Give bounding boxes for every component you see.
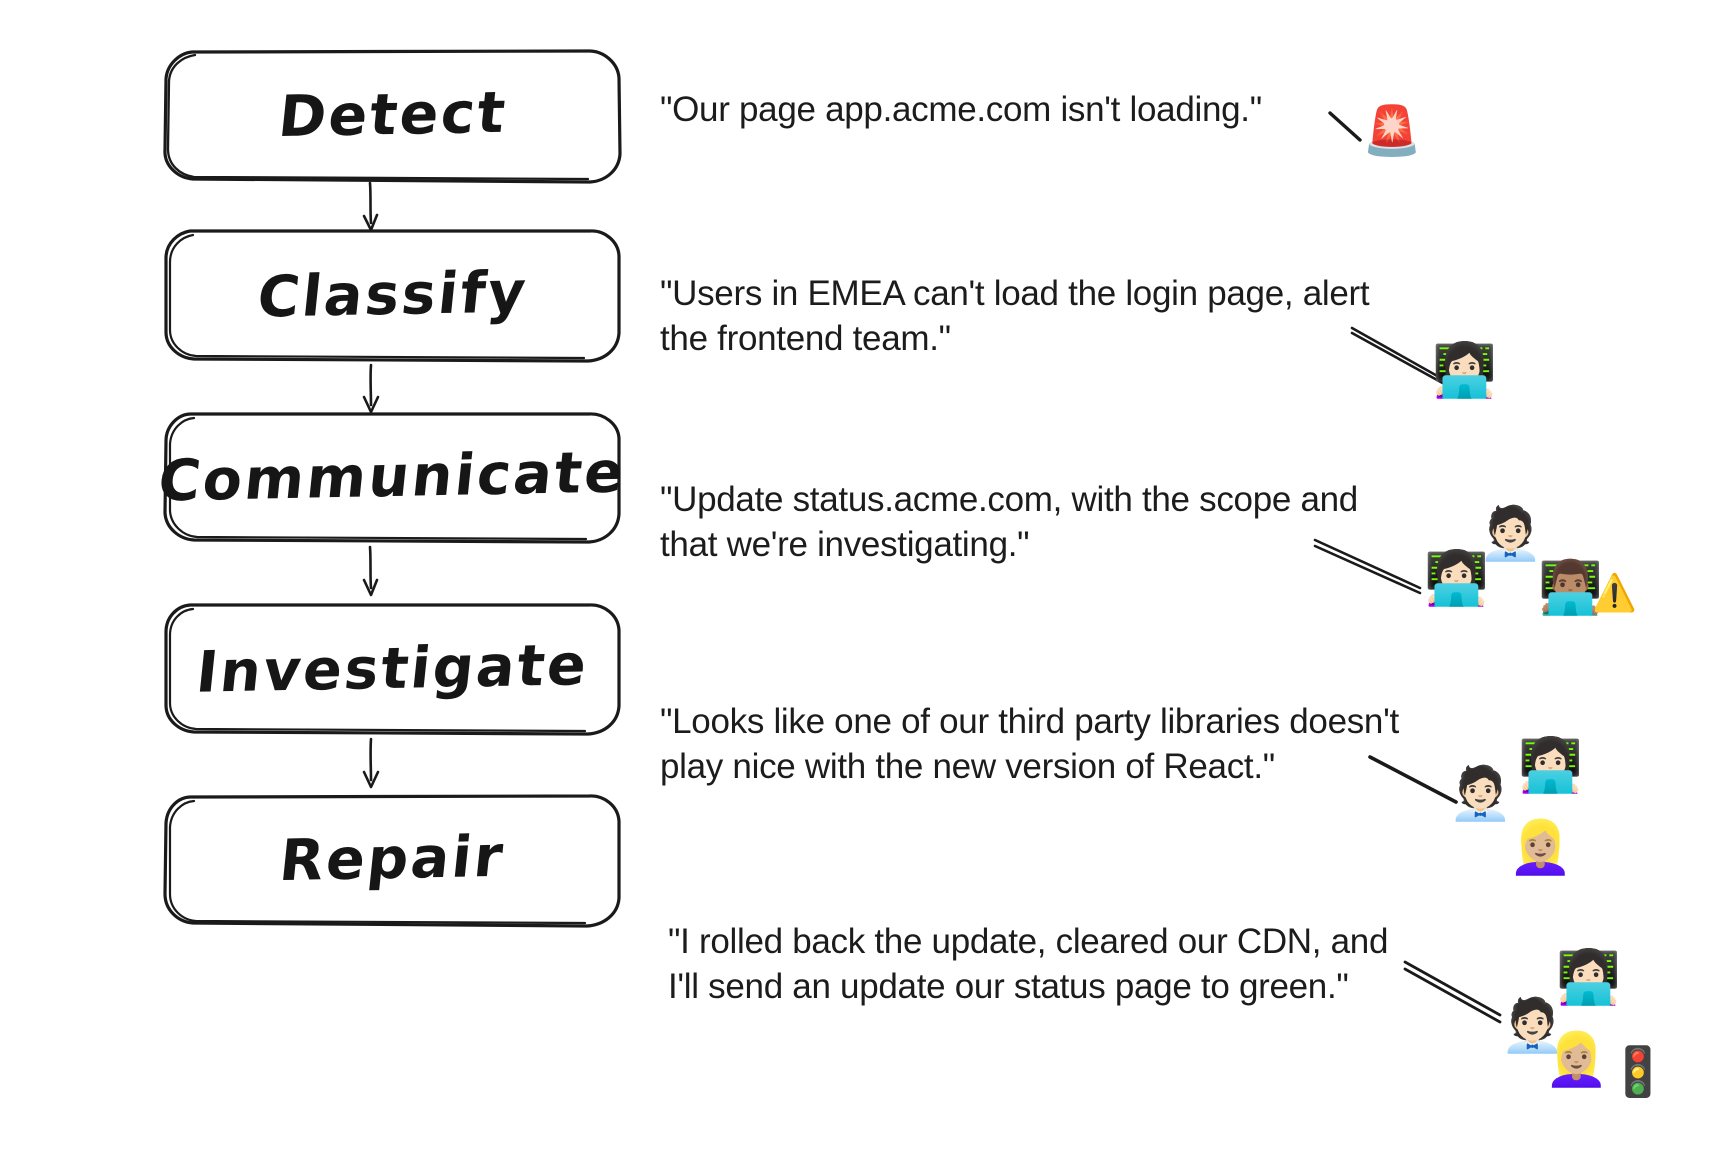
woman-technologist-icon: 👩🏻‍💻 <box>1432 341 1497 401</box>
flow-node-repair[interactable]: Repair <box>160 790 625 928</box>
police-car-light-icon: 🚨 <box>1362 103 1422 159</box>
pointer-line-repair-b <box>1403 967 1502 1024</box>
woman-technologist-icon: 👩🏻‍💻 <box>1556 948 1621 1008</box>
blond-woman-technologist-icon: 👱🏼‍♀️ <box>1508 818 1573 878</box>
quote-classify: "Users in EMEA can't load the login page… <box>660 272 1370 362</box>
flow-node-label: Communicate <box>155 439 630 514</box>
flow-node-detect[interactable]: Detect <box>160 46 625 184</box>
quote-detect: "Our page app.acme.com isn't loading." <box>660 88 1262 133</box>
connector-arrow-2 <box>356 363 386 416</box>
quote-line: I'll send an update our status page to g… <box>668 966 1349 1006</box>
flow-node-label: Classify <box>254 258 531 331</box>
quote-line: "Our page app.acme.com isn't loading." <box>660 90 1262 129</box>
quote-line: "Users in EMEA can't load the login page… <box>660 274 1370 313</box>
quote-line: that we're investigating." <box>660 524 1030 564</box>
office-worker-icon: 🧑🏻‍💼 <box>1448 764 1513 824</box>
quote-communicate: "Update status.acme.com, with the scope … <box>660 478 1358 568</box>
flow-node-classify[interactable]: Classify <box>160 226 625 364</box>
woman-technologist-icon: 👩🏻‍💻 <box>1518 736 1583 796</box>
blond-woman-technologist-icon: 👱🏼‍♀️ <box>1544 1030 1609 1090</box>
traffic-light-icon: 🚦 <box>1608 1044 1668 1100</box>
flow-node-communicate[interactable]: Communicate <box>156 408 630 546</box>
flow-node-label: Repair <box>276 823 509 894</box>
office-worker-icon: 🧑🏻‍💼 <box>1500 996 1565 1056</box>
quote-investigate: "Looks like one of our third party libra… <box>660 700 1399 790</box>
warning-icon: ⚠️ <box>1592 573 1637 614</box>
flow-column: Detect Classify <box>156 0 630 1152</box>
flow-node-investigate[interactable]: Investigate <box>160 600 625 738</box>
office-worker-icon: 🧑🏻‍💼 <box>1478 504 1543 564</box>
quote-line: "Looks like one of our third party libra… <box>660 702 1399 741</box>
pointer-line-repair-a <box>1403 960 1502 1017</box>
quote-line: "Update status.acme.com, with the scope … <box>660 480 1358 519</box>
quote-line: the frontend team." <box>660 318 951 358</box>
woman-technologist-icon: 👩🏻‍💻 <box>1424 549 1489 609</box>
connector-arrow-3 <box>356 545 386 598</box>
quote-line: "I rolled back the update, cleared our C… <box>668 922 1389 961</box>
man-technologist-icon: 👨🏽‍💻 <box>1538 558 1603 618</box>
flow-node-label: Detect <box>274 79 511 150</box>
flow-node-label: Investigate <box>193 631 592 706</box>
quote-line: play nice with the new version of React.… <box>660 746 1275 786</box>
connector-arrow-4 <box>356 737 386 790</box>
pointer-line-detect <box>1328 111 1362 142</box>
quote-repair: "I rolled back the update, cleared our C… <box>668 920 1388 1010</box>
